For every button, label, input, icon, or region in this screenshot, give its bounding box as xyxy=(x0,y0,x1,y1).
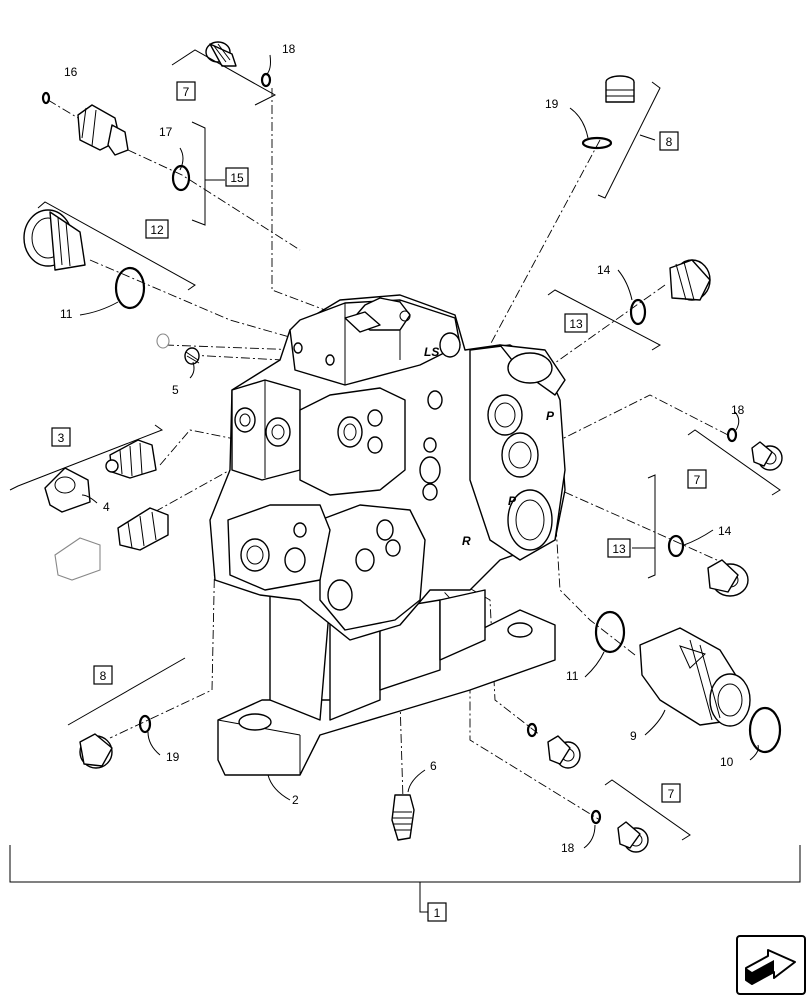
o-ring-18-right xyxy=(726,427,738,443)
o-ring-10 xyxy=(748,706,782,754)
svg-text:13: 13 xyxy=(569,317,583,331)
plug-5 xyxy=(156,333,200,365)
svg-text:12: 12 xyxy=(150,223,164,237)
callout-11-left: 11 xyxy=(60,307,73,321)
svg-text:8: 8 xyxy=(100,669,107,683)
svg-text:7: 7 xyxy=(668,787,675,801)
callout-14-lower: 14 xyxy=(718,524,732,538)
plug-13-upper xyxy=(669,259,711,301)
group-box-15: 15 xyxy=(225,167,249,187)
group-box-1: 1 xyxy=(434,906,441,920)
o-ring-small-lower xyxy=(526,722,538,738)
callout-4: 4 xyxy=(103,500,110,514)
callout-6: 6 xyxy=(430,759,437,773)
svg-text:8: 8 xyxy=(666,135,673,149)
port-label-r: R xyxy=(462,534,471,548)
plug-top-7a xyxy=(205,41,237,67)
svg-text:7: 7 xyxy=(694,473,701,487)
callout-18-bottom: 18 xyxy=(561,841,575,855)
svg-text:3: 3 xyxy=(58,431,65,445)
plug-13-lower xyxy=(707,559,749,597)
assembly-bracket: 1 xyxy=(9,845,801,922)
forward-arrow-icon[interactable] xyxy=(736,935,806,995)
group-box-7-bottom: 7 xyxy=(661,783,681,803)
callout-17: 17 xyxy=(159,125,173,139)
o-ring-14-lower xyxy=(667,534,685,558)
housing-ports xyxy=(234,332,553,611)
cartridge-3 xyxy=(105,439,157,479)
callout-19-top: 19 xyxy=(545,97,559,111)
callout-14-upper: 14 xyxy=(597,263,611,277)
fitting-15 xyxy=(77,104,129,156)
plug-8-top xyxy=(605,75,635,103)
port-label-p-lower: P xyxy=(508,494,517,508)
group-brackets xyxy=(9,49,781,841)
group-box-13-upper: 13 xyxy=(564,313,588,333)
o-ring-19-lower xyxy=(138,714,152,734)
group-box-7-right: 7 xyxy=(687,469,707,489)
fitting-9 xyxy=(639,627,751,727)
callout-2: 2 xyxy=(292,793,299,807)
o-ring-16 xyxy=(41,91,51,105)
plug-7-bottom xyxy=(617,821,649,853)
group-box-3: 3 xyxy=(51,427,71,447)
port-label-ls: LS xyxy=(424,345,439,359)
plug-8-lower xyxy=(79,733,113,769)
callout-9: 9 xyxy=(630,729,637,743)
group-box-7-top: 7 xyxy=(176,81,196,101)
o-ring-14-upper xyxy=(629,298,647,326)
o-ring-11-left xyxy=(114,266,146,310)
callout-16: 16 xyxy=(64,65,78,79)
plug-12 xyxy=(23,209,86,271)
group-box-13-lower: 13 xyxy=(607,538,631,558)
callout-18-right: 18 xyxy=(731,403,745,417)
bolt-6 xyxy=(391,794,415,841)
callout-11-right: 11 xyxy=(566,669,579,683)
plug-small-lower xyxy=(547,735,581,769)
group-box-8-lower: 8 xyxy=(93,665,113,685)
svg-text:7: 7 xyxy=(183,85,190,99)
svg-text:13: 13 xyxy=(612,542,626,556)
callout-10: 10 xyxy=(720,755,734,769)
callout-5: 5 xyxy=(172,383,179,397)
o-ring-18-bottom xyxy=(590,809,602,825)
o-ring-18-top xyxy=(260,72,272,88)
o-ring-17 xyxy=(171,164,191,192)
o-ring-11-right xyxy=(594,610,626,654)
svg-text:15: 15 xyxy=(230,171,244,185)
callout-18-top: 18 xyxy=(282,42,296,56)
cartridge-ghost xyxy=(54,507,169,581)
port-label-p-upper: P xyxy=(546,409,555,423)
callout-19-lower: 19 xyxy=(166,750,180,764)
plug-7-right xyxy=(751,441,783,471)
o-ring-19-top xyxy=(581,136,613,150)
callout-leaders xyxy=(79,54,759,849)
group-box-12: 12 xyxy=(145,219,169,239)
group-box-8-top: 8 xyxy=(659,131,679,151)
cap-4 xyxy=(44,467,91,513)
